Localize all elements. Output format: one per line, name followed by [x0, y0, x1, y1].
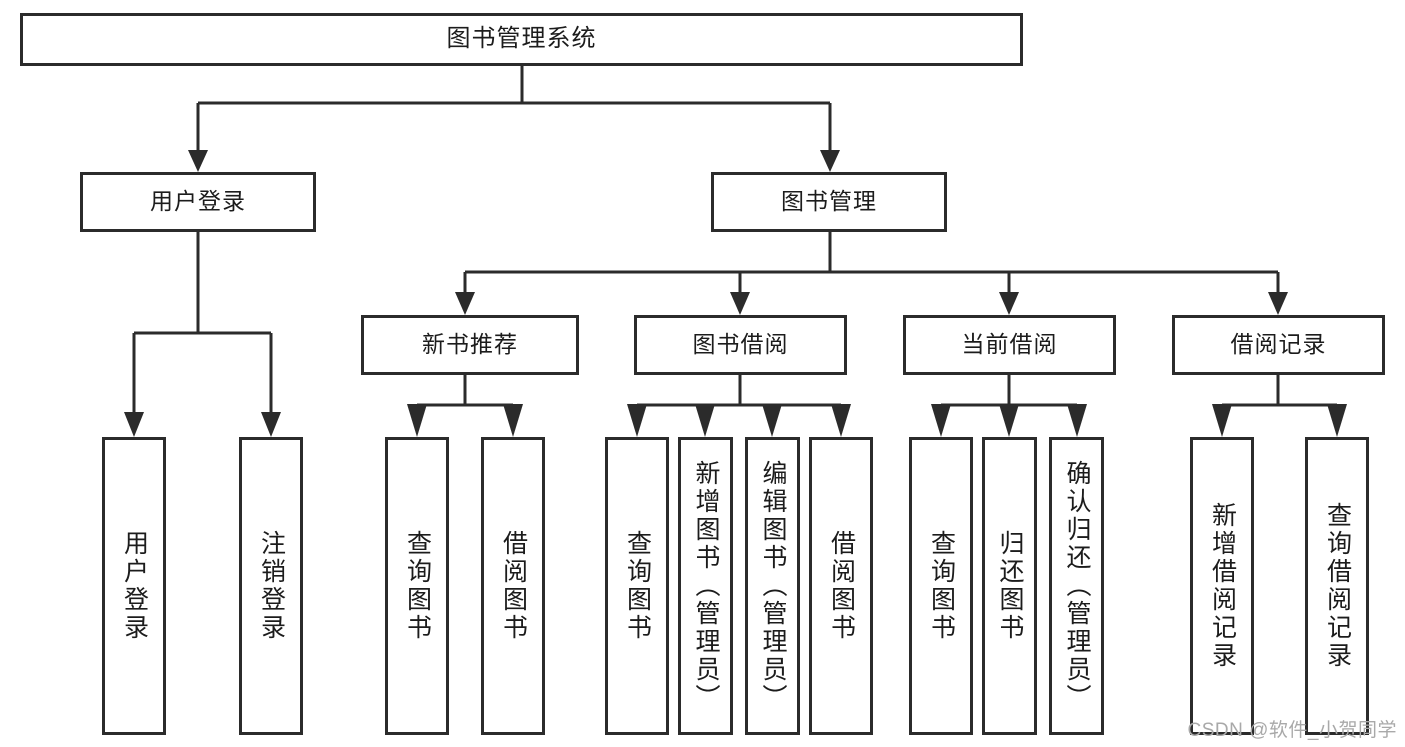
node-label: 新书推荐: [422, 331, 518, 358]
node-book-manage[interactable]: 图书管理: [711, 172, 947, 232]
node-label: 新增借阅记录: [1208, 502, 1237, 670]
node-label: 查询图书: [403, 530, 432, 642]
leaf-borrow-book-recommend[interactable]: 借阅图书: [481, 437, 545, 735]
arrow-to-leaf-query-book-a: [407, 404, 427, 437]
arrow-to-book-borrow: [730, 292, 750, 315]
arrow-root-to-user-login: [188, 150, 208, 172]
node-new-book-recommendation[interactable]: 新书推荐: [361, 315, 579, 375]
node-label: 图书管理系统: [446, 25, 597, 53]
leaf-edit-book-admin[interactable]: 编辑图书（管理员）: [745, 437, 800, 735]
leaf-query-book-borrow[interactable]: 查询图书: [605, 437, 669, 735]
node-label: 查询图书: [623, 530, 652, 642]
leaf-add-borrow-record[interactable]: 新增借阅记录: [1190, 437, 1254, 735]
node-label: 查询借阅记录: [1323, 502, 1352, 670]
arrow-to-borrow-record: [1268, 292, 1288, 315]
node-borrow-record[interactable]: 借阅记录: [1172, 315, 1385, 375]
arrow-to-leaf-query-book-b: [627, 404, 647, 437]
node-label: 注销登录: [257, 530, 286, 642]
node-current-borrow[interactable]: 当前借阅: [903, 315, 1116, 375]
arrow-to-leaf-borrow-book-b: [831, 404, 851, 437]
arrow-root-to-book-manage: [820, 150, 840, 172]
arrow-to-leaf-edit-book: [762, 404, 782, 437]
arrow-to-current-borrow: [999, 292, 1019, 315]
leaf-confirm-return-admin[interactable]: 确认归还（管理员）: [1049, 437, 1104, 735]
leaf-query-book-current[interactable]: 查询图书: [909, 437, 973, 735]
node-label: 当前借阅: [961, 331, 1058, 358]
node-label: 编辑图书（管理员）: [759, 460, 787, 712]
arrow-to-leaf-add-record: [1212, 404, 1232, 437]
arrow-to-leaf-return-book: [999, 404, 1019, 437]
leaf-logout[interactable]: 注销登录: [239, 437, 303, 735]
arrow-to-leaf-query-record: [1327, 404, 1347, 437]
arrow-to-leaf-query-book-c: [931, 404, 951, 437]
arrow-to-leaf-logout: [261, 412, 281, 437]
node-label: 图书管理: [781, 188, 877, 215]
node-label: 借阅记录: [1230, 331, 1327, 358]
node-label: 借阅图书: [827, 530, 856, 642]
arrow-to-new-book-rec: [455, 292, 475, 315]
node-label: 确认归还（管理员）: [1063, 460, 1091, 712]
leaf-query-borrow-record[interactable]: 查询借阅记录: [1305, 437, 1369, 735]
node-user-login[interactable]: 用户登录: [80, 172, 316, 232]
arrow-to-leaf-borrow-book-a: [503, 404, 523, 437]
node-label: 用户登录: [150, 188, 246, 215]
node-label: 用户登录: [120, 530, 149, 642]
arrow-to-leaf-user-login: [124, 412, 144, 437]
leaf-user-login[interactable]: 用户登录: [102, 437, 166, 735]
node-label: 新增图书（管理员）: [692, 460, 720, 712]
node-label: 查询图书: [927, 530, 956, 642]
node-label: 归还图书: [996, 530, 1024, 642]
node-label: 图书借阅: [692, 331, 789, 358]
leaf-borrow-book[interactable]: 借阅图书: [809, 437, 873, 735]
leaf-query-book-recommend[interactable]: 查询图书: [385, 437, 449, 735]
leaf-add-book-admin[interactable]: 新增图书（管理员）: [678, 437, 733, 735]
arrow-to-leaf-confirm-return: [1067, 404, 1087, 437]
arrow-to-leaf-add-book: [695, 404, 715, 437]
node-book-borrow[interactable]: 图书借阅: [634, 315, 847, 375]
node-root-system[interactable]: 图书管理系统: [20, 13, 1023, 66]
leaf-return-book[interactable]: 归还图书: [982, 437, 1037, 735]
watermark: CSDN @软件_小贺同学: [1187, 720, 1397, 741]
node-label: 借阅图书: [499, 530, 528, 642]
